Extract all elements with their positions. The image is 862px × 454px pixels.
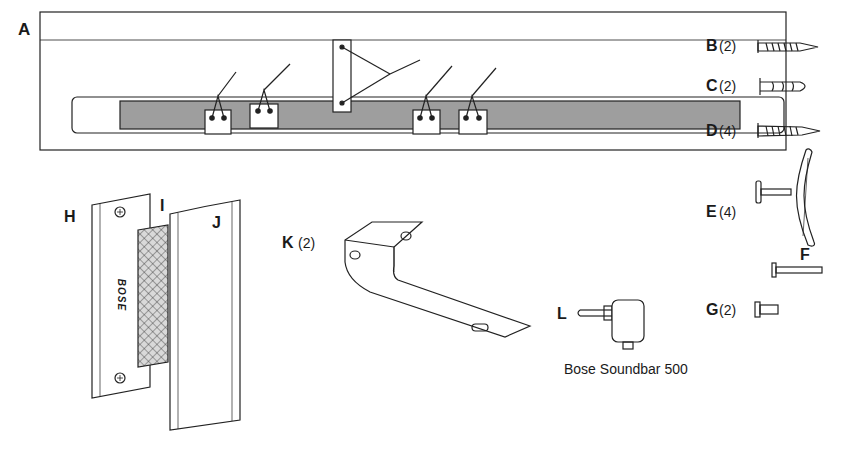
long-screw (758, 123, 820, 138)
quantity: (2) (719, 303, 736, 317)
adhesive-pad (138, 225, 168, 367)
part-letter: B (706, 38, 718, 54)
short-screw (758, 40, 818, 53)
cover-plate (170, 200, 240, 430)
quantity: (4) (719, 124, 736, 138)
part-letter: C (706, 78, 718, 94)
part-letter: F (800, 247, 810, 263)
part-letter: I (160, 198, 164, 214)
part-letter: H (64, 209, 76, 225)
toggle-anchor (756, 149, 815, 246)
wall-anchor (760, 78, 805, 95)
part-letter: K (282, 235, 294, 251)
part-letter: E (706, 204, 717, 220)
l-bracket (345, 222, 530, 337)
power-adapter (578, 300, 644, 349)
wall-bracket-assembly (40, 12, 786, 150)
part-letter: L (557, 306, 567, 322)
brand-logo: BOSE (116, 279, 126, 311)
part-letter: D (706, 123, 718, 139)
quantity: (2) (298, 236, 315, 250)
quantity: (4) (719, 205, 736, 219)
bolt (755, 302, 778, 317)
quantity: (2) (719, 39, 736, 53)
quantity: (2) (719, 79, 736, 93)
product-name: Bose Soundbar 500 (564, 362, 688, 376)
part-letter: A (18, 21, 30, 38)
pin (772, 263, 822, 277)
part-letter: J (212, 215, 221, 231)
part-letter: G (706, 302, 718, 318)
